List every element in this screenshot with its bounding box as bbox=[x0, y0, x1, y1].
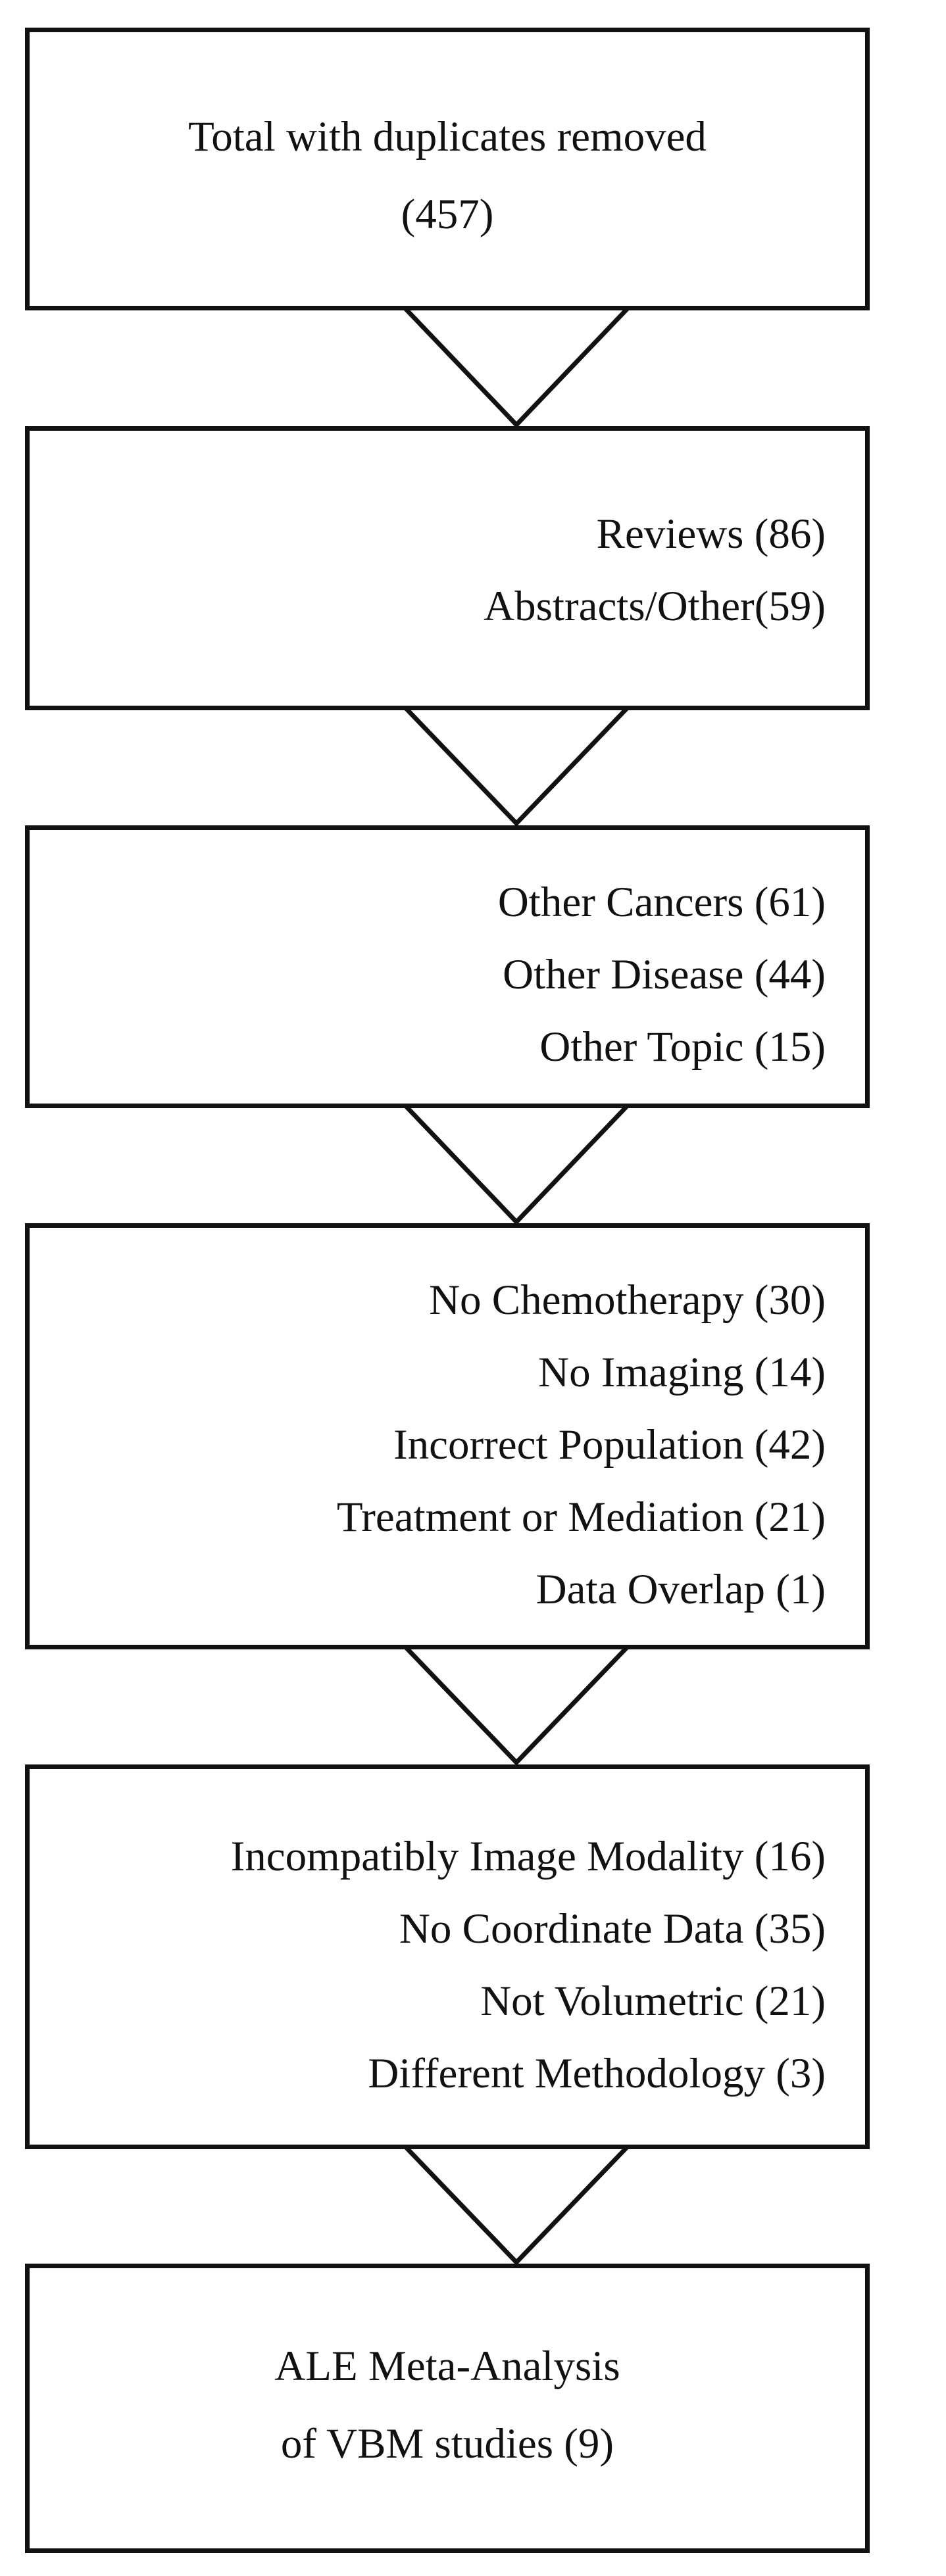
step4-line-4: Treatment or Mediation (21) bbox=[336, 1494, 826, 1541]
step2-line-1: Reviews (86) bbox=[596, 510, 826, 558]
connector-arrow-5 bbox=[403, 2144, 630, 2266]
step3-line-2: Other Disease (44) bbox=[503, 951, 826, 998]
step-box-study-exclusions: No Chemotherapy (30) No Imaging (14) Inc… bbox=[25, 1223, 870, 1649]
step-box-text: No Chemotherapy (30) No Imaging (14) Inc… bbox=[337, 1264, 826, 1626]
step-box-text: Other Cancers (61) Other Disease (44) Ot… bbox=[498, 866, 826, 1083]
step5-line-2: No Coordinate Data (35) bbox=[399, 1905, 826, 1953]
step-box-text: ALE Meta-Analysis of VBM studies (9) bbox=[30, 2327, 865, 2483]
connector-arrow-4 bbox=[403, 1644, 630, 1766]
step-box-method-exclusions: Incompatibly Image Modality (16) No Coor… bbox=[25, 1764, 870, 2149]
step1-line-2: (457) bbox=[401, 191, 494, 238]
step3-line-3: Other Topic (15) bbox=[539, 1023, 826, 1071]
step-box-text: Incompatibly Image Modality (16) No Coor… bbox=[231, 1820, 826, 2110]
step-box-text: Reviews (86) Abstracts/Other(59) bbox=[484, 498, 826, 643]
step-box-ale-meta-analysis: ALE Meta-Analysis of VBM studies (9) bbox=[25, 2264, 870, 2553]
step5-line-4: Different Methodology (3) bbox=[368, 2050, 826, 2097]
step6-line-1: ALE Meta-Analysis bbox=[274, 2343, 620, 2390]
connector-arrow-2 bbox=[403, 705, 630, 827]
step5-line-3: Not Volumetric (21) bbox=[480, 1978, 826, 2025]
step5-line-1: Incompatibly Image Modality (16) bbox=[230, 1833, 826, 1880]
step3-line-1: Other Cancers (61) bbox=[497, 879, 826, 926]
step4-line-5: Data Overlap (1) bbox=[535, 1566, 826, 1613]
step-box-topic-exclusions: Other Cancers (61) Other Disease (44) Ot… bbox=[25, 825, 870, 1108]
step-box-total-deduplicated: Total with duplicates removed (457) bbox=[25, 28, 870, 310]
connector-arrow-3 bbox=[403, 1103, 630, 1226]
step4-line-1: No Chemotherapy (30) bbox=[429, 1276, 826, 1324]
step-box-text: Total with duplicates removed (457) bbox=[30, 98, 865, 253]
connector-arrow-1 bbox=[403, 306, 630, 429]
step1-line-1: Total with duplicates removed bbox=[188, 113, 707, 160]
step6-line-2: of VBM studies (9) bbox=[280, 2420, 614, 2467]
step4-line-2: No Imaging (14) bbox=[538, 1349, 826, 1396]
step4-line-3: Incorrect Population (42) bbox=[393, 1421, 826, 1469]
step-box-reviews-abstracts: Reviews (86) Abstracts/Other(59) bbox=[25, 426, 870, 710]
step2-line-2: Abstracts/Other(59) bbox=[484, 583, 826, 630]
